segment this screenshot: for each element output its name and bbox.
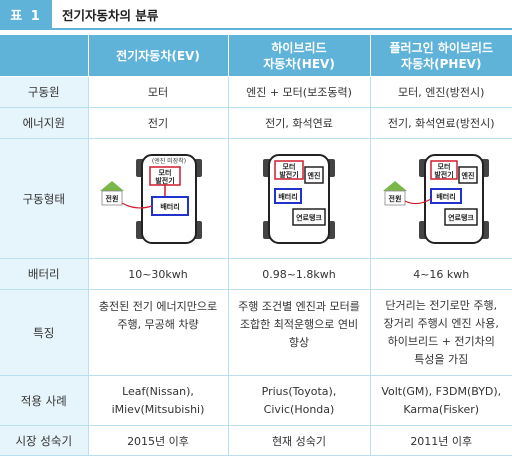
table-row: 시장 성숙기 2015년 이후 현재 성숙기 2011년 이후: [0, 425, 512, 456]
table-row: 적용 사례 Leaf(Nissan), iMiev(Mitsubishi) Pr…: [0, 375, 512, 426]
row-label-maturity: 시장 성숙기: [0, 425, 89, 456]
header-phev-line1: 플러그인 하이브리드: [389, 40, 494, 55]
cell-features-hev: 주행 조건별 엔진과 모터를 조합한 최적운행으로 연비 향상: [227, 289, 371, 376]
row-label-energy-source: 에너지원: [0, 107, 89, 139]
house-roof-icon: [383, 180, 408, 191]
table-row: 배터리 10~30kwh 0.98~1.8kwh 4~16 kwh: [0, 258, 512, 290]
charge-cable-icon: [121, 201, 153, 209]
header-ev-line1: 전기자동차(EV): [116, 48, 200, 63]
motor-label: 모터: [438, 162, 451, 171]
house-roof-icon: [100, 180, 124, 191]
motor-label: 모터: [283, 162, 296, 171]
cell-battery-hev: 0.98~1.8kwh: [227, 258, 371, 290]
charge-cable-icon: [404, 197, 432, 204]
cell-energy-source-hev: 전기, 화석연료: [227, 107, 371, 139]
engine-label: 엔진: [462, 171, 475, 180]
cell-energy-source-ev: 전기: [87, 107, 229, 139]
battery-box: [274, 187, 302, 204]
header-hev-line1: 하이브리드: [271, 40, 327, 55]
motor-box: [430, 159, 458, 180]
examples-phev-line: Karma(Fisker): [403, 402, 480, 416]
features-hev-line: 조합한 최적운행으로 연비: [239, 318, 359, 331]
features-phev-line: 단거리는 전기로만 주행,: [385, 298, 498, 312]
cell-examples-phev: Volt(GM), F3DM(BYD), Karma(Fisker): [369, 375, 512, 426]
features-phev-line: 장거리 주행시 엔진 사용,: [383, 316, 499, 330]
motor-box: [274, 159, 304, 180]
battery-label: 배터리: [278, 192, 297, 201]
features-phev-line: 특성을 가짐: [414, 352, 469, 366]
table-row: 구동형태 (엔진 미장착) 모터 발전기 배터리 전원: [0, 138, 512, 259]
cell-maturity-hev: 현재 성숙기: [227, 425, 371, 456]
examples-hev-line: Civic(Honda): [263, 402, 335, 416]
battery-label: 배터리: [160, 202, 179, 211]
row-label-features: 특징: [0, 289, 89, 376]
examples-phev-line: Volt(GM), F3DM(BYD),: [381, 384, 502, 398]
engine-missing-label: (엔진 미장착): [152, 157, 186, 165]
header-ev: 전기자동차(EV): [87, 34, 229, 77]
fuel-tank-box: [444, 207, 478, 226]
table-title: 전기자동차의 분류: [62, 7, 159, 23]
phev-drivetrain-diagram: 모터 발전기 엔진 배터리 연료탱크 전원: [383, 153, 490, 244]
cell-drive-source-ev: 모터: [87, 76, 229, 108]
hev-drivetrain-diagram: 모터 발전기 엔진 배터리 연료탱크: [263, 153, 335, 244]
table-row: 특징 충전된 전기 에너지만으로 주행, 무공해 차량 주행 조건별 엔진과 모…: [0, 289, 512, 376]
cell-drive-source-phev: 모터, 엔진(방전시): [369, 76, 512, 108]
row-label-battery: 배터리: [0, 258, 89, 290]
features-hev-line: 향상: [288, 336, 310, 349]
fuel-tank-label: 연료탱크: [448, 213, 474, 222]
title-divider: [0, 28, 512, 30]
generator-label: 발전기: [435, 170, 454, 179]
header-phev: 플러그인 하이브리드 자동차(PHEV): [369, 34, 512, 77]
generator-label: 발전기: [279, 170, 298, 179]
row-label-drive-type: 구동형태: [0, 138, 89, 259]
cell-examples-hev: Prius(Toyota), Civic(Honda): [227, 375, 371, 426]
cell-drive-source-hev: 엔진 + 모터(보조동력): [227, 76, 371, 108]
features-phev-line: 하이브리드 + 전기차의: [387, 334, 495, 348]
engine-box: [458, 165, 478, 184]
cell-battery-ev: 10~30kwh: [87, 258, 229, 290]
row-label-examples: 적용 사례: [0, 375, 89, 426]
header-hev: 하이브리드 자동차(HEV): [227, 34, 371, 77]
cell-drive-type-hev: 모터 발전기 엔진 배터리 연료탱크: [227, 138, 371, 259]
house-icon: [101, 190, 123, 205]
examples-ev-line: Leaf(Nissan),: [122, 384, 194, 398]
house-icon: [384, 190, 406, 205]
table-row: 구동원 모터 엔진 + 모터(보조동력) 모터, 엔진(방전시): [0, 76, 512, 108]
motor-label: 모터: [159, 168, 172, 177]
power-label: 전원: [106, 194, 119, 203]
cell-maturity-phev: 2011년 이후: [369, 425, 512, 456]
header-row: 전기자동차(EV) 하이브리드 자동차(HEV) 플러그인 하이브리드 자동차(…: [0, 34, 512, 77]
header-hev-line2: 자동차(HEV): [263, 56, 335, 71]
battery-label: 배터리: [437, 192, 456, 201]
fuel-tank-label: 연료탱크: [296, 213, 322, 222]
generator-label: 발전기: [155, 176, 174, 185]
features-ev-line: 주행, 무공해 차량: [117, 318, 199, 331]
row-label-drive-source: 구동원: [0, 76, 89, 108]
cell-drive-type-ev: (엔진 미장착) 모터 발전기 배터리 전원: [87, 138, 229, 259]
cell-examples-ev: Leaf(Nissan), iMiev(Mitsubishi): [87, 375, 229, 426]
examples-ev-line: iMiev(Mitsubishi): [111, 402, 205, 416]
fuel-tank-box: [292, 207, 326, 226]
cell-energy-source-phev: 전기, 화석연료(방전시): [369, 107, 512, 139]
battery-box: [430, 187, 463, 204]
features-ev-line: 충전된 전기 에너지만으로: [98, 300, 218, 313]
cell-drive-type-phev: 모터 발전기 엔진 배터리 연료탱크 전원: [369, 138, 512, 259]
cell-maturity-ev: 2015년 이후: [87, 425, 229, 456]
header-corner: [0, 34, 89, 77]
table-number-badge: 표 1: [0, 0, 52, 28]
cell-battery-phev: 4~16 kwh: [369, 258, 512, 290]
header-phev-line2: 자동차(PHEV): [401, 56, 482, 71]
cell-features-phev: 단거리는 전기로만 주행, 장거리 주행시 엔진 사용, 하이브리드 + 전기차…: [369, 289, 512, 376]
ev-classification-table: 전기자동차(EV) 하이브리드 자동차(HEV) 플러그인 하이브리드 자동차(…: [0, 34, 512, 456]
table-row: 에너지원 전기 전기, 화석연료 전기, 화석연료(방전시): [0, 107, 512, 139]
table-title-bar: 표 1 전기자동차의 분류: [0, 0, 512, 28]
power-label: 전원: [389, 194, 402, 203]
cell-features-ev: 충전된 전기 에너지만으로 주행, 무공해 차량: [87, 289, 229, 376]
ev-drivetrain-diagram: (엔진 미장착) 모터 발전기 배터리 전원: [100, 153, 202, 244]
examples-hev-line: Prius(Toyota),: [261, 384, 337, 398]
engine-label: 엔진: [308, 171, 321, 180]
engine-box: [304, 165, 324, 184]
features-hev-line: 주행 조건별 엔진과 모터를: [238, 300, 360, 313]
